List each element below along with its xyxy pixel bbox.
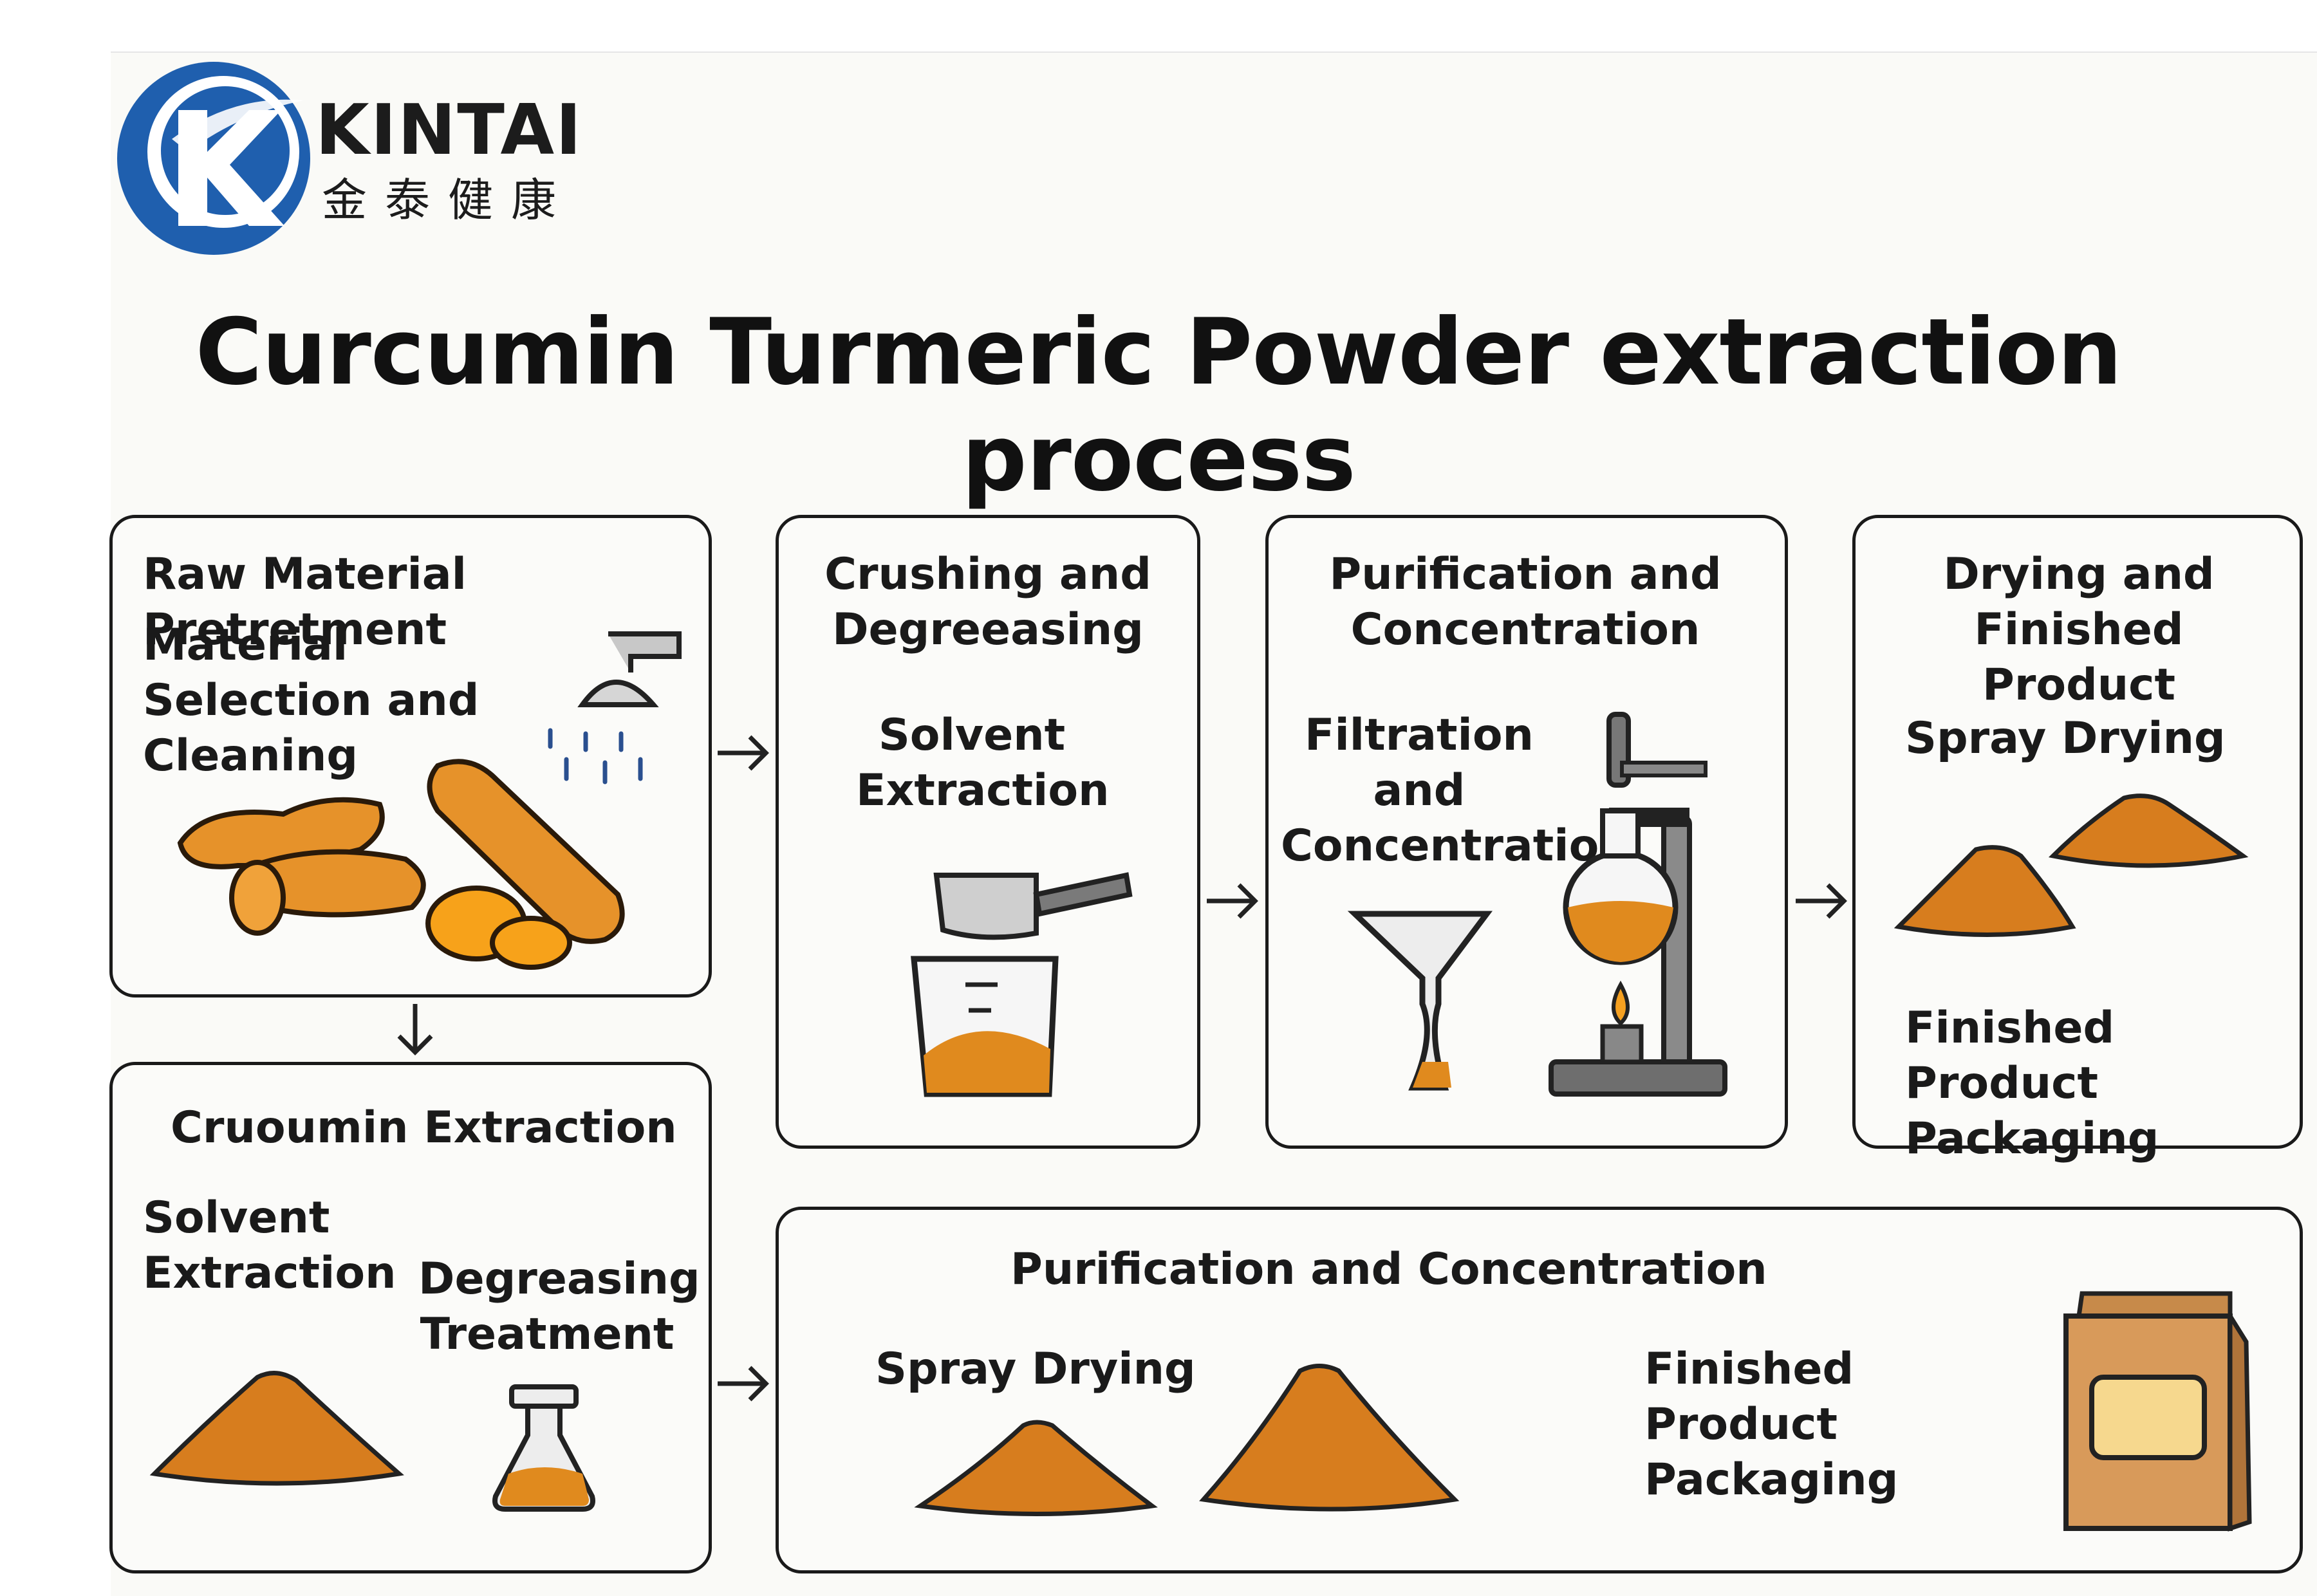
step-sublabel-2: Finished Product Packaging [1905,1003,2159,1164]
step-sublabel-2: Finished Product Packaging [1644,1344,1899,1505]
step-box-purification [1265,515,1788,1149]
step-sublabel: Spray Drying [1905,713,2226,764]
step-sublabel-2: Degreasing Treatment [418,1254,700,1360]
step-title: Purification and Concentration [1329,549,1722,655]
powder-pile-icon [149,1371,404,1486]
arrow-right-icon [1796,883,1847,919]
package-bag-icon [2063,1291,2252,1532]
distillation-flask-icon [1347,712,1727,1097]
step-title: Cruoumin Extraction [171,1102,677,1153]
step-title: Drying and Finished Product [1943,549,2215,710]
brand-name-cn: 金泰健康 [322,174,574,227]
kintai-logo-icon [117,62,310,255]
step-title: Raw Material Pretretment [143,549,467,655]
arrow-right-icon [718,1366,769,1402]
flask-icon [492,1384,595,1512]
step-sublabel: Solvent Extraction [143,1192,396,1299]
step-title: Purification and Concentration [1010,1244,1767,1295]
step-sublabel: Solvent Extraction [856,710,1110,816]
beaker-powder-icon [911,872,1133,1097]
step-sublabel: Spray Drying [875,1344,1196,1395]
turmeric-root-icon [177,759,625,970]
arrow-down-icon [397,1004,433,1055]
step-box-extraction [109,1062,712,1573]
step-title: Crushing and Degreeasing [824,549,1151,655]
powder-pile-icon [914,1364,1460,1516]
step-sublabel: Material Selection and Cleaning [143,620,479,781]
arrow-right-icon [1207,883,1258,919]
brand-name: KINTAI [315,90,583,171]
top-divider [111,51,2317,53]
powder-pile-icon [1894,793,2249,937]
shower-head-icon [548,631,682,784]
arrow-right-icon [718,735,769,771]
page-title: Curcumin Turmeric Powder extraction proc… [195,299,2123,512]
